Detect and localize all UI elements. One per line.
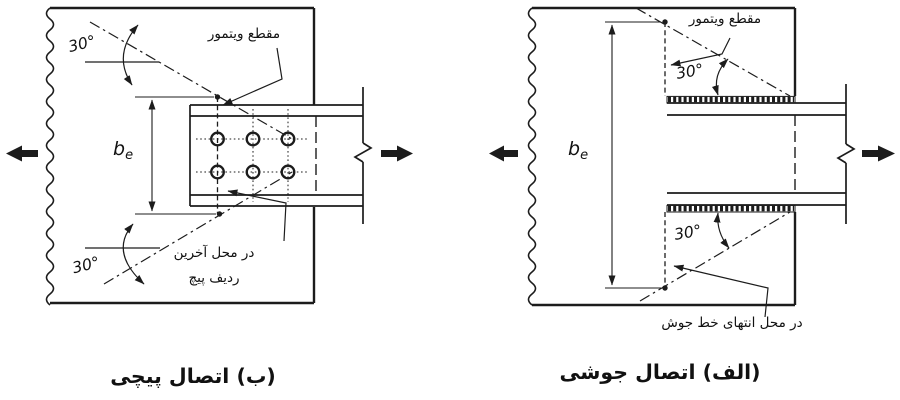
last-bolt-row-label-line2: ردیف پیچ — [188, 270, 240, 286]
angle-construction-top — [635, 7, 791, 97]
whitmore-section-line — [214, 94, 223, 217]
dimension-base: b — [568, 138, 581, 160]
be-dimension — [605, 21, 661, 289]
member-break-symbol — [353, 87, 373, 224]
bolt-row-leader-line — [227, 189, 287, 242]
gusset-plate-right — [527, 6, 797, 307]
gusset-plate-left — [45, 6, 317, 306]
whitmore-section-label: مقطع ویتمور — [688, 11, 762, 27]
welded-connection-diagram — [489, 6, 895, 318]
angle-construction-bottom — [639, 211, 791, 302]
angle-construction-top — [85, 21, 293, 140]
dimension-base: b — [113, 138, 126, 160]
break-wavy-edge — [45, 7, 55, 306]
whitmore-section-line — [662, 19, 668, 291]
bolt-centerlines — [196, 109, 309, 202]
whitmore-leader-line — [670, 37, 731, 67]
load-arrow-left — [489, 145, 518, 162]
load-arrow-right — [862, 145, 895, 162]
last-bolt-row-label: در محل آخرین ردیف پیچ — [158, 241, 270, 291]
weld-lines — [666, 95, 796, 213]
brace-member-welded — [667, 84, 856, 224]
dimension-label-be: be — [113, 138, 133, 163]
whitmore-leader-line — [222, 47, 283, 106]
load-arrow-left — [6, 145, 38, 162]
angle-construction-bottom — [85, 171, 293, 285]
weld-line-end-label: در محل انتهای خط جوش — [661, 315, 803, 331]
whitmore-section-label: مقطع ویتمور — [207, 26, 281, 42]
be-dimension — [135, 96, 216, 215]
load-arrow-right — [381, 145, 413, 162]
caption-bolted-connection: (ب) اتصال پیچی — [110, 364, 276, 388]
caption-welded-connection: (الف) اتصال جوشی — [559, 360, 761, 384]
brace-member-bolted — [189, 87, 373, 224]
bolted-connection-diagram — [6, 6, 413, 306]
break-wavy-edge — [527, 7, 537, 306]
dimension-subscript: e — [125, 148, 134, 163]
dimension-label-be: be — [568, 138, 588, 163]
dimension-subscript: e — [580, 148, 589, 163]
last-bolt-row-label-line1: در محل آخرین — [173, 245, 255, 261]
member-break-symbol — [836, 84, 856, 224]
weld-end-leader-line — [673, 264, 769, 318]
